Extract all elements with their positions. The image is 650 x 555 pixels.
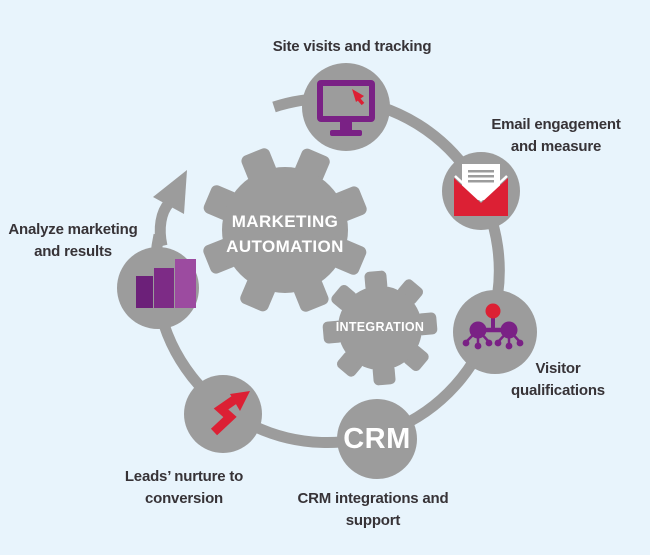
cursor-arrow-icon	[352, 89, 365, 106]
crm-integrations-label: CRM integrations and support	[297, 490, 449, 529]
crm-node	[337, 399, 417, 479]
crm-node-label: CRM	[343, 423, 411, 455]
circular-arrow-icon	[149, 93, 505, 449]
network-nodes-icon	[462, 303, 524, 350]
gear-label-line1: MARKETING	[231, 212, 339, 231]
cycle-arrow-tail	[154, 199, 174, 248]
gear-label-line2: AUTOMATION	[226, 237, 344, 256]
open-envelope-icon	[454, 164, 508, 216]
site-visits-label: Site visits and tracking	[272, 38, 432, 55]
bar-chart-icon	[136, 259, 196, 308]
monitor-cursor-icon	[317, 80, 375, 136]
email-engagement-label: Email engagement and measure	[491, 116, 621, 155]
leads-nurture-label: Leads’ nurture to conversion	[124, 468, 244, 507]
integration-gear	[322, 270, 438, 386]
analyze-marketing-label: Analyze marketing and results	[8, 221, 138, 260]
zigzag-arrow-icon	[210, 391, 250, 436]
cycle-ring-path	[149, 93, 505, 449]
integration-gear-label: INTEGRATION	[335, 320, 425, 334]
marketing-automation-gear-label: MARKETING AUTOMATION	[185, 209, 385, 259]
marketing-automation-gear	[203, 148, 367, 312]
visitor-qualifications-label: Visitor qualifications	[511, 360, 605, 399]
cycle-arrowhead	[153, 170, 187, 214]
